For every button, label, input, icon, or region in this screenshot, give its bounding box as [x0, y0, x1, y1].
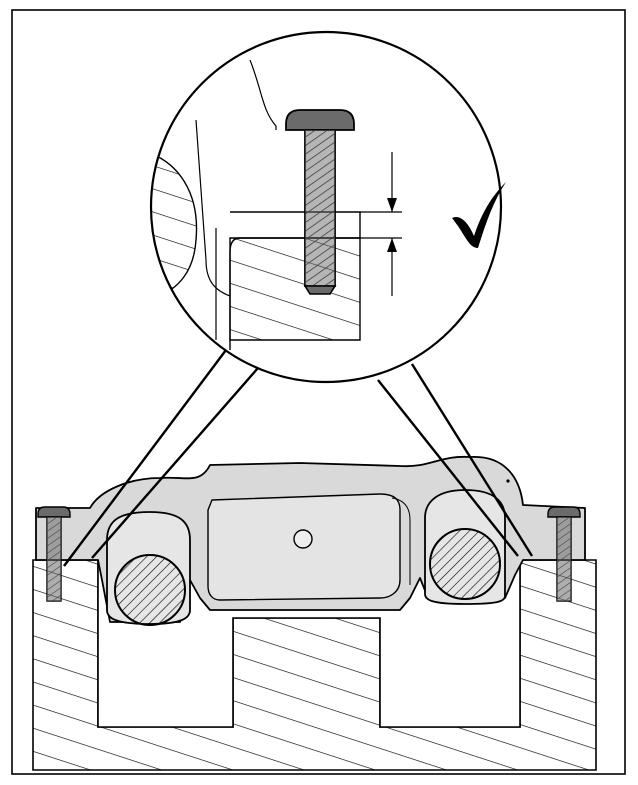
screw-right	[547, 506, 581, 602]
screw-left	[37, 506, 71, 602]
roller-right	[424, 489, 506, 605]
plate-hole	[293, 529, 313, 549]
check-mark-icon	[452, 182, 506, 248]
roller-left	[106, 511, 191, 626]
zoom-detail	[149, 30, 503, 384]
callout-lines	[63, 349, 534, 567]
